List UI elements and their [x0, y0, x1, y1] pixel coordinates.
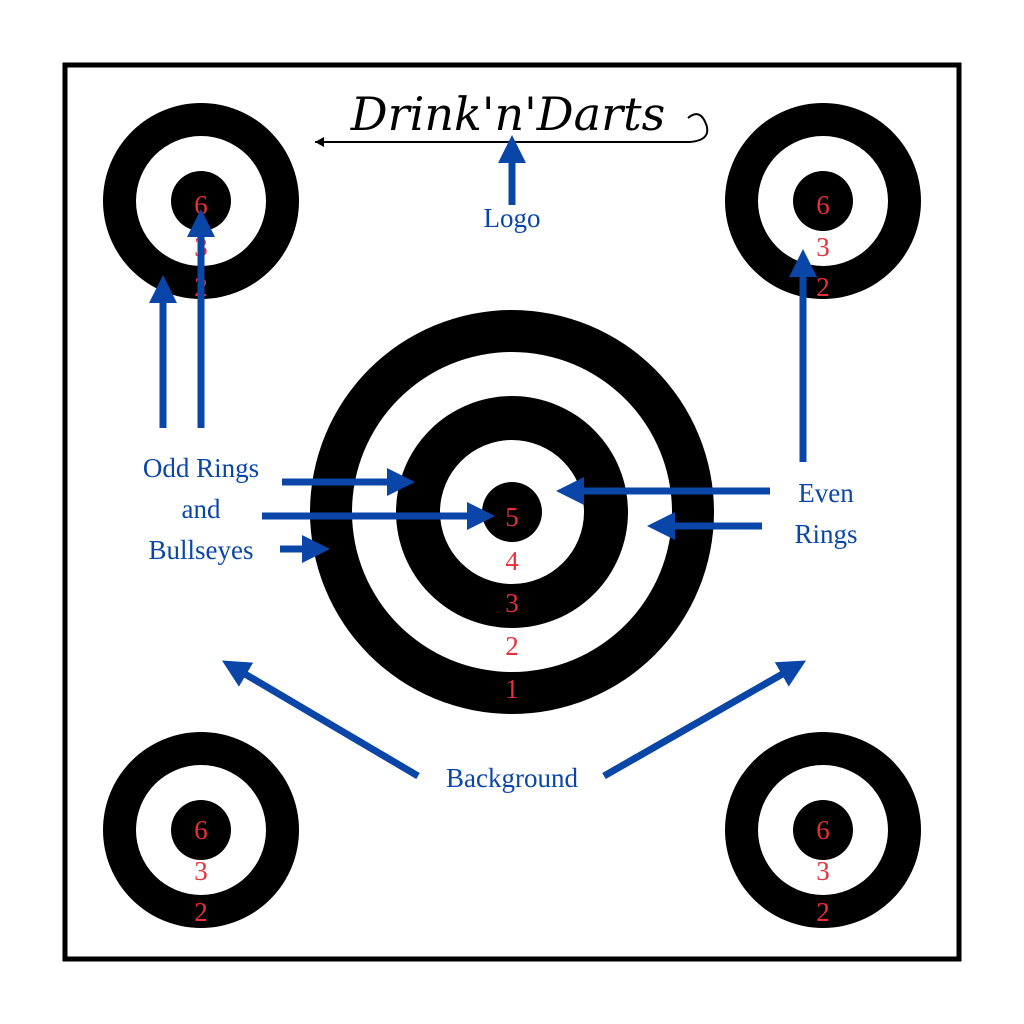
center-score-4: 4: [505, 546, 519, 576]
score-2: 2: [816, 897, 830, 927]
score-2: 2: [194, 897, 208, 927]
score-3: 3: [816, 856, 830, 886]
bullseye: [171, 800, 231, 860]
score-6: 6: [194, 815, 208, 845]
logo-text: Drink'n'Darts: [350, 87, 665, 141]
score-2: 2: [816, 272, 830, 302]
bottom-left-target: 6 3 2: [103, 732, 299, 928]
logo-underline-swash: [315, 113, 709, 143]
top-right-target: 6 3 2: [725, 103, 921, 302]
annotation-labels: Logo Odd Rings and Bullseyes Even Rings …: [143, 203, 858, 793]
odd-rings-label-line-1: Odd Rings: [143, 453, 259, 483]
center-score-5: 5: [505, 502, 519, 532]
center-score-2: 2: [505, 631, 519, 661]
score-6: 6: [816, 190, 830, 220]
center-score-3: 3: [505, 588, 519, 618]
odd-rings-label-line-3: Bullseyes: [149, 535, 254, 565]
background-arrow-right: [602, 660, 807, 780]
bullseye: [793, 800, 853, 860]
logo-underline-arrow-icon: [315, 137, 324, 147]
bullseye: [793, 171, 853, 231]
even-rings-label-line-2: Rings: [794, 519, 857, 549]
background-label: Background: [446, 763, 578, 793]
logo-label: Logo: [484, 203, 541, 233]
score-6: 6: [816, 815, 830, 845]
score-3: 3: [194, 856, 208, 886]
center-score-1: 1: [505, 674, 519, 704]
center-target: 5 4 3 2 1: [310, 310, 714, 714]
odd-rings-label-line-2: and: [182, 494, 221, 524]
score-6: 6: [194, 190, 208, 220]
bottom-right-target: 6 3 2: [725, 732, 921, 928]
top-left-target: 6 3 2: [103, 103, 299, 302]
score-3: 3: [816, 232, 830, 262]
bullseye: [171, 171, 231, 231]
annotation-arrows: [149, 135, 817, 780]
background-arrow-left: [221, 660, 420, 780]
bullseye: [482, 482, 542, 542]
logo: Drink'n'Darts: [315, 87, 709, 147]
even-rings-label-line-1: Even: [798, 478, 854, 508]
